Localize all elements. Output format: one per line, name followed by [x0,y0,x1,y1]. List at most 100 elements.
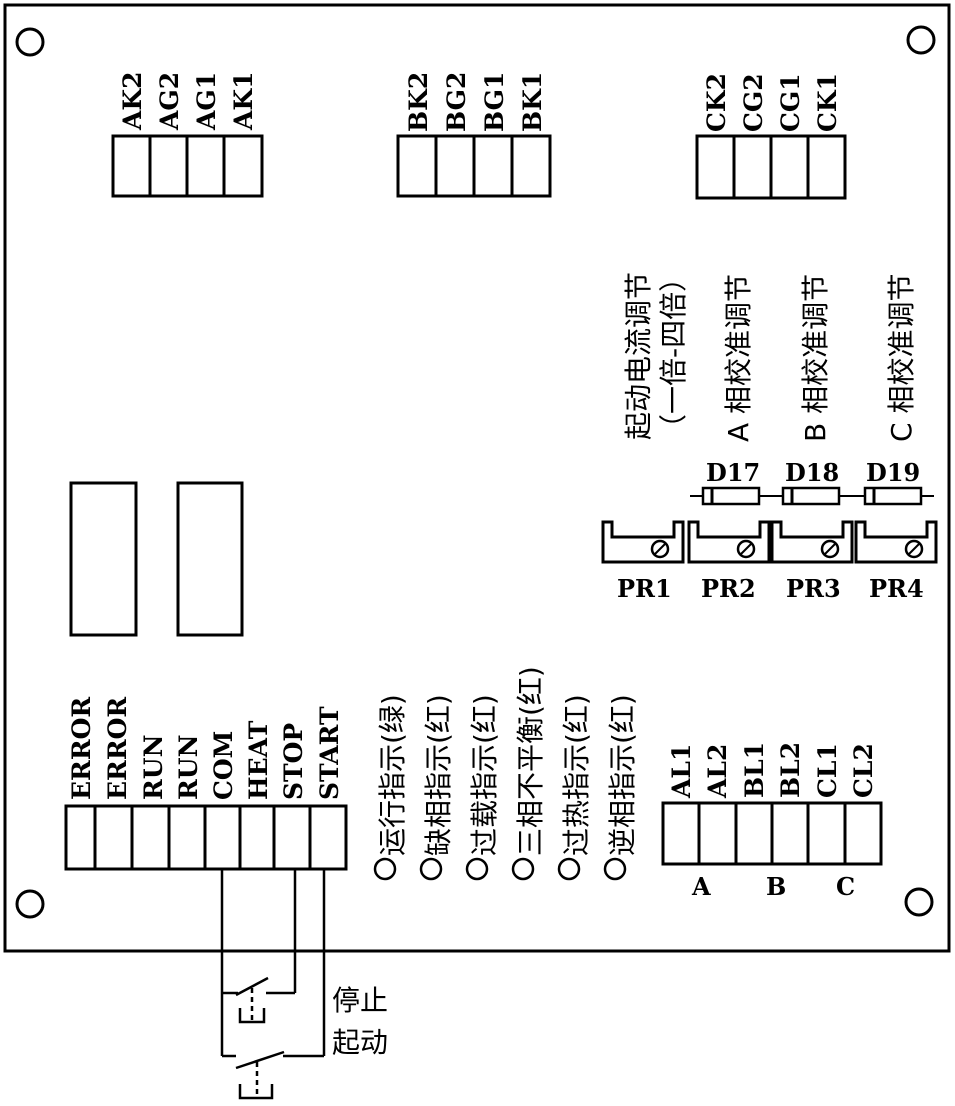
potentiometer-pr3: PR3 [770,520,854,603]
terminal-block-a: AK2 AG2 AG1 AK1 [111,71,264,198]
diode-body [701,486,761,506]
phase-label-c: C [836,872,855,901]
indicator-overload: 过载指示(红) [465,694,501,881]
pot-label-pr4: PR4 [869,574,924,603]
indicator-imbalance: 三相不平衡(红) [511,666,547,881]
indicator-label-imbalance: 三相不平衡(红) [514,666,547,856]
indicator-label-run: 运行指示(绿) [376,694,409,856]
indicator-led [373,857,397,881]
diode-body [863,486,923,506]
terminal-label-cg2: CG2 [739,73,768,132]
mounting-hole-bottom-right [904,887,934,917]
terminal-label-bk2: BK2 [404,72,433,132]
pot-body [687,520,771,564]
relay-left [69,481,138,637]
pot-body [854,520,938,564]
terminal-label-bk1: BK1 [518,72,547,132]
indicator-led [465,857,489,881]
terminal-block-b: BK2 BG2 BG1 BK1 [396,72,552,198]
terminal-label-cg1: CG1 [776,73,805,132]
board-outline [3,3,951,953]
mounting-hole-bottom-left [15,889,45,919]
stop-switch-blade [235,976,269,997]
indicator-reverse-phase: 逆相指示(红) [603,694,639,881]
start-switch [235,1050,285,1100]
pot-label-pr3: PR3 [786,574,841,603]
terminal-label-ak2: AK2 [118,71,147,131]
label-start-current-range: （一倍-四倍） [657,264,690,442]
label-stop-switch: 停止 [332,984,388,1017]
start-switch-button [238,1084,274,1100]
stop-switch [235,976,269,1024]
terminal-label-ag1: AG1 [192,72,221,131]
terminal-label-ck2: CK2 [702,73,731,132]
potentiometer-pr1: PR1 [601,520,685,603]
stop-switch-button [238,1008,266,1024]
pot-knob-slot [739,542,753,556]
mounting-hole-top-right [906,25,936,55]
diode-d17: D17 [690,458,772,506]
indicator-label-reverse-phase: 逆相指示(红) [606,694,639,856]
terminal-label-ag2: AG2 [155,72,184,131]
terminal-label-cl2: CL2 [849,743,878,798]
terminal-label-error-2: ERROR [103,697,132,800]
indicator-led [603,857,627,881]
label-start-switch: 起动 [332,1026,388,1059]
diode-d19: D19 [852,458,934,506]
terminal-label-stop: STOP [279,723,308,800]
pot-knob [650,539,670,559]
indicator-led [419,857,443,881]
indicator-run: 运行指示(绿) [373,694,409,881]
terminal-label-al2: AL2 [703,744,732,799]
terminal-label-bl2: BL2 [776,742,805,798]
terminal-label-bl1: BL1 [740,742,769,798]
label-c-phase-calibration: C 相校准调节 [885,274,918,442]
indicator-overheat: 过热指示(红) [557,694,593,881]
indicator-label-overheat: 过热指示(红) [560,694,593,856]
diode-label-d17: D17 [706,458,760,487]
indicator-phase-loss: 缺相指示(红) [419,694,455,881]
terminal-block-control: ERROR ERROR RUN RUN COM HEAT STOP START [64,697,348,871]
pot-label-pr1: PR1 [617,574,672,603]
pot-knob [820,539,840,559]
label-start-current-adjust: 起动电流调节 [622,272,655,440]
terminal-label-bg2: BG2 [442,72,471,132]
pot-knob [904,539,924,559]
indicator-label-phase-loss: 缺相指示(红) [422,694,455,856]
pot-knob-slot [653,542,667,556]
label-a-phase-calibration: A 相校准调节 [722,274,755,442]
terminal-label-heat: HEAT [244,720,273,800]
terminal-label-ck1: CK1 [813,73,842,132]
terminal-label-al1: AL1 [667,744,696,799]
pot-label-pr2: PR2 [701,574,756,603]
pot-knob-slot [907,542,921,556]
terminal-label-bg1: BG1 [480,72,509,132]
terminal-block-c: CK2 CG2 CG1 CK1 [695,73,847,200]
potentiometer-pr2: PR2 [687,520,771,603]
pot-knob [736,539,756,559]
indicator-led [511,857,535,881]
diode-label-d18: D18 [785,458,839,487]
mounting-hole-top-left [15,27,45,57]
indicator-label-overload: 过载指示(红) [468,694,501,856]
terminal-label-ak1: AK1 [229,71,258,131]
phase-label-b: B [766,872,786,901]
indicator-led [557,857,581,881]
terminal-label-run-1: RUN [139,735,168,800]
terminal-label-run-2: RUN [174,735,203,800]
label-b-phase-calibration: B 相校准调节 [799,274,832,442]
terminal-block-load: AL1 AL2 BL1 BL2 CL1 CL2 A B C [661,742,883,901]
diode-d18: D18 [770,458,852,506]
diode-label-d19: D19 [866,458,920,487]
diode-body [781,486,841,506]
terminal-label-com: COM [209,731,238,800]
phase-label-a: A [691,872,711,901]
external-switch-wiring [220,869,326,1058]
relay-right [176,481,244,637]
terminal-label-start: START [315,706,344,800]
terminal-label-cl1: CL1 [813,743,842,798]
potentiometer-pr4: PR4 [854,520,938,603]
pot-knob-slot [823,542,837,556]
